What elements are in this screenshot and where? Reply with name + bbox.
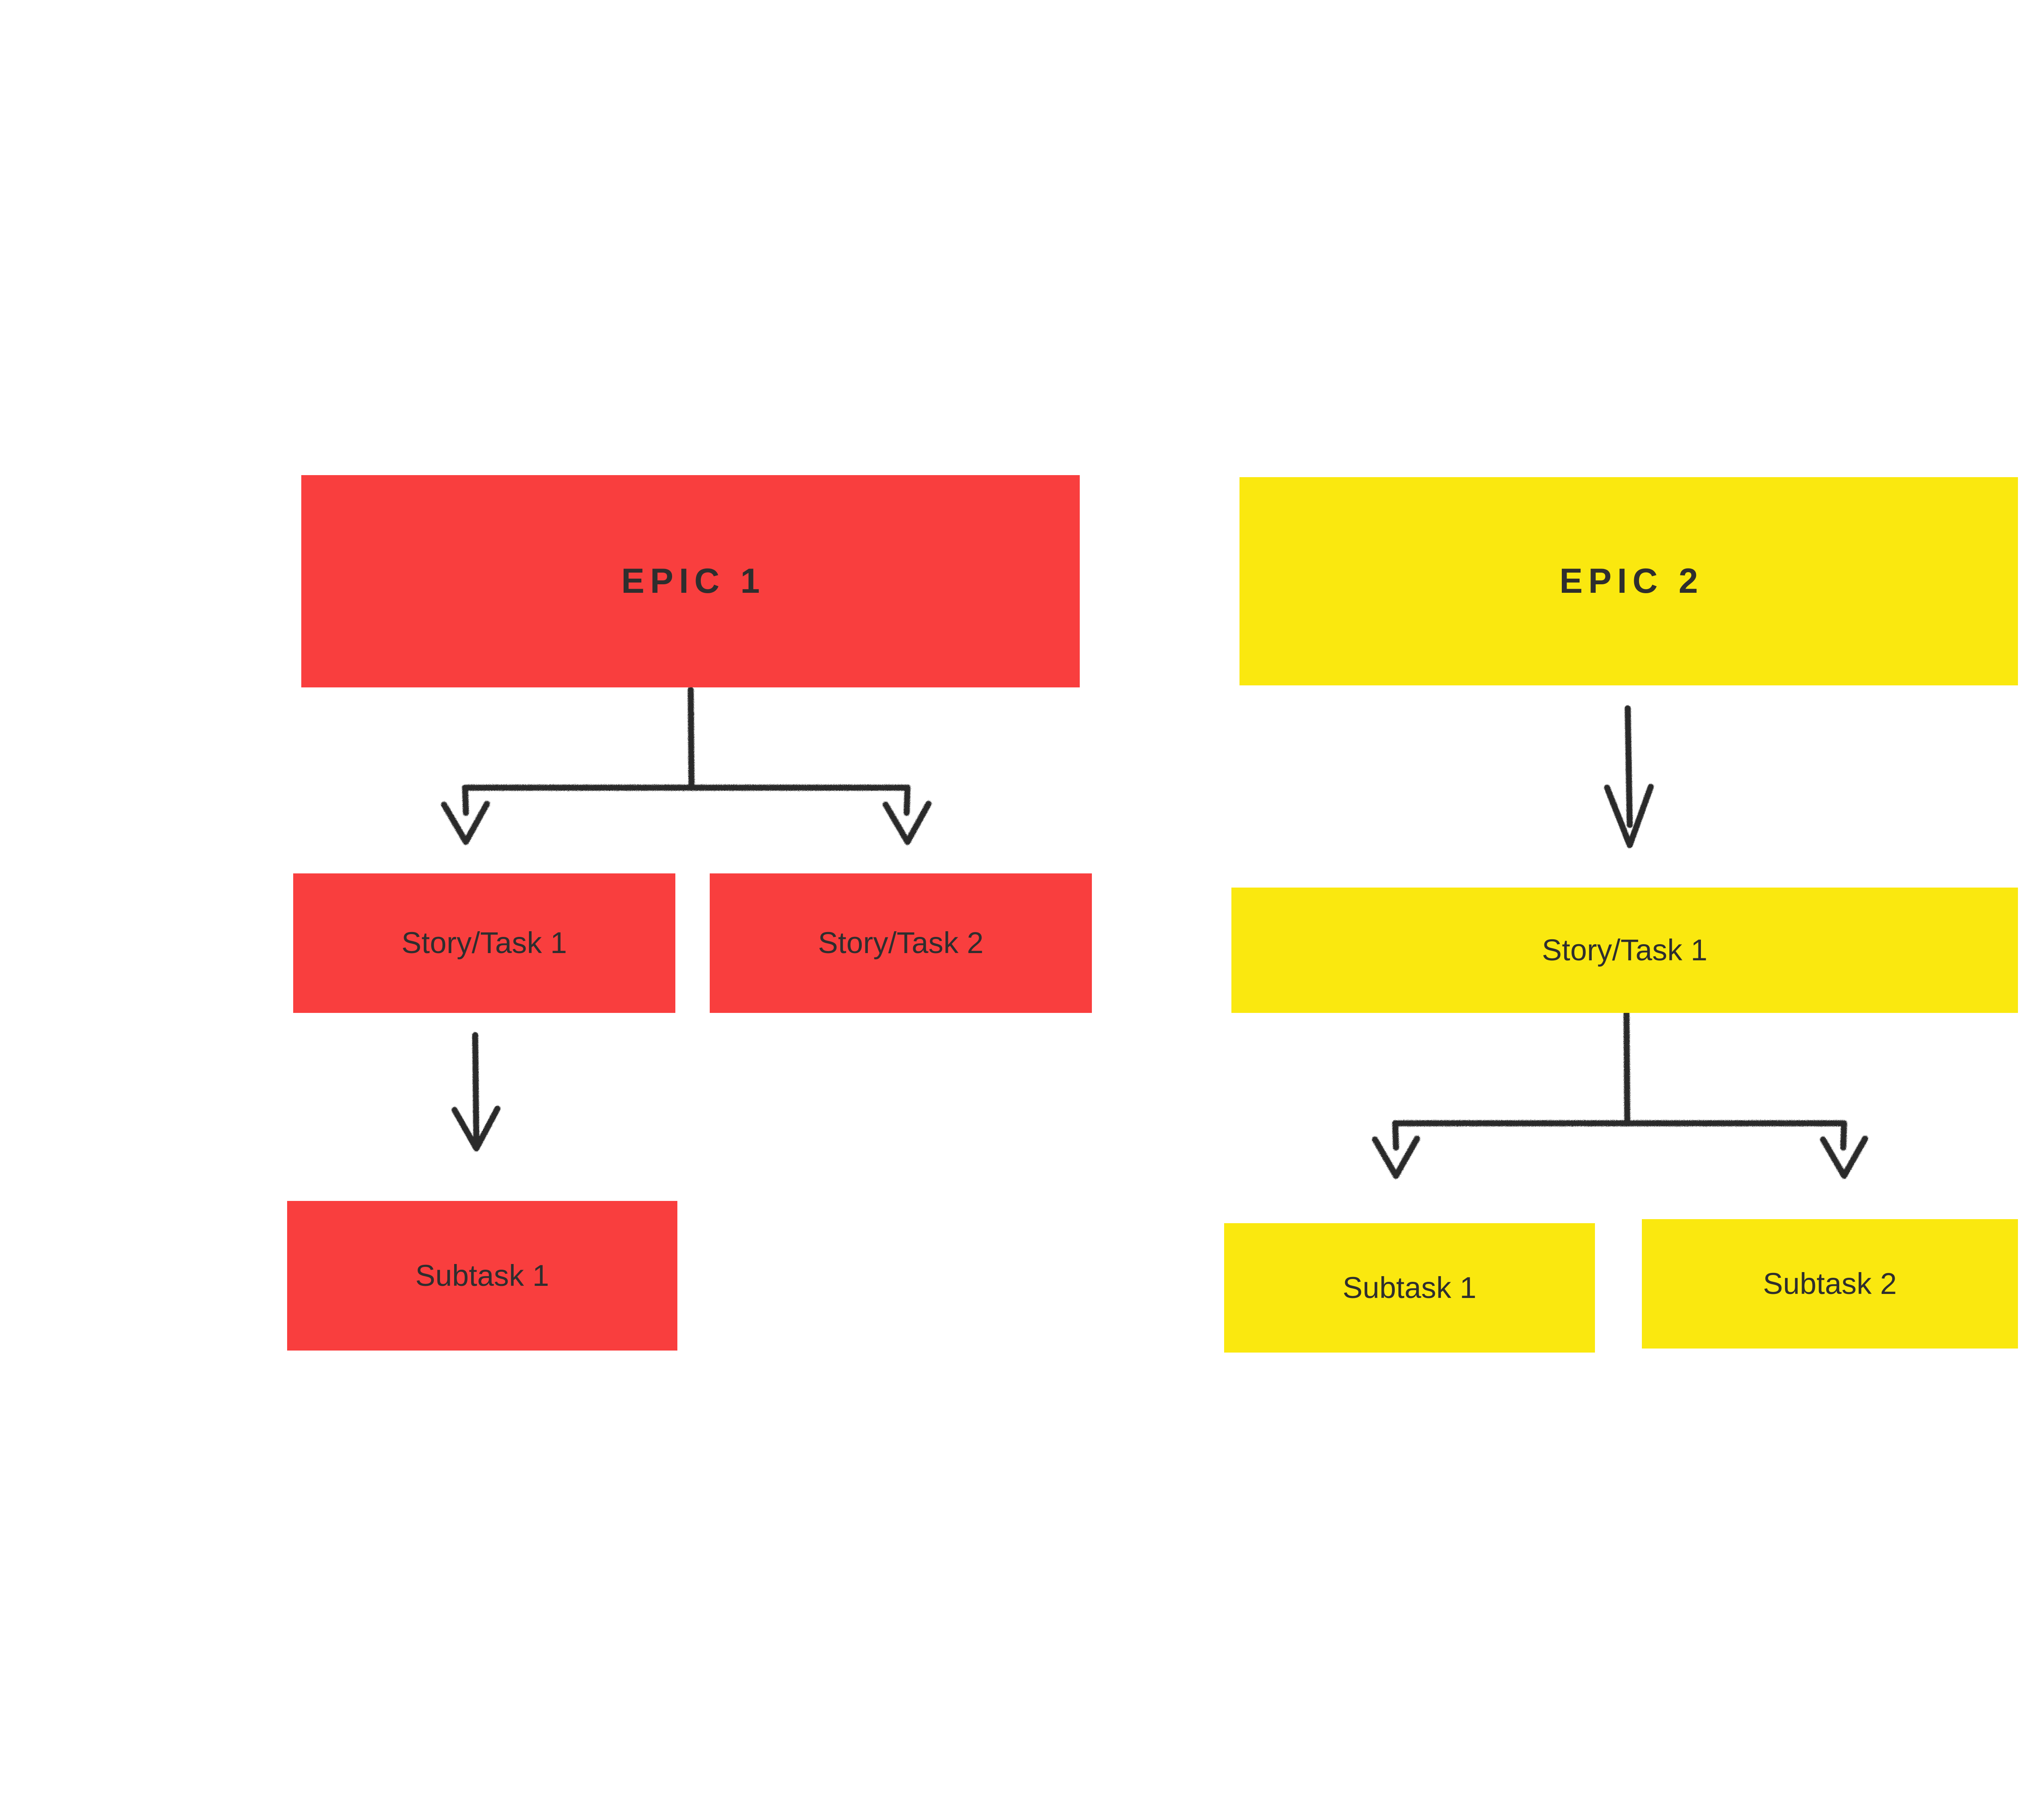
epic-1-story-1-label: Story/Task 1 [401, 926, 567, 960]
epic-1-box[interactable]: EPIC 1 [301, 475, 1080, 687]
epic-2-story-1-label: Story/Task 1 [1542, 933, 1708, 967]
epic-2-label: EPIC 2 [1559, 562, 1704, 601]
epic-2-subtask-1-label: Subtask 1 [1343, 1270, 1476, 1304]
connector-story1-to-subtask1-epic1 [451, 1032, 501, 1152]
epic-1-story-2-label: Story/Task 2 [818, 926, 984, 960]
epic-2-box[interactable]: EPIC 2 [1239, 477, 2018, 685]
epic-1-label: EPIC 1 [621, 562, 766, 601]
epic-1-story-1-box[interactable]: Story/Task 1 [293, 873, 675, 1013]
epic-1-subtask-1-box[interactable]: Subtask 1 [287, 1201, 677, 1351]
epic-1-story-2-box[interactable]: Story/Task 2 [710, 873, 1092, 1013]
epic-2-story-1-box[interactable]: Story/Task 1 [1231, 888, 2018, 1013]
epic-2-subtask-1-box[interactable]: Subtask 1 [1224, 1223, 1595, 1353]
epic-2-subtask-2-box[interactable]: Subtask 2 [1642, 1219, 2018, 1349]
epic-2-subtask-2-label: Subtask 2 [1763, 1266, 1897, 1300]
connector-story1-to-subtasks-epic2 [1372, 1011, 1868, 1179]
connector-epic1-to-stories [441, 687, 932, 845]
connector-epic2-to-story1 [1604, 705, 1654, 848]
epic-1-subtask-1-label: Subtask 1 [415, 1258, 549, 1292]
